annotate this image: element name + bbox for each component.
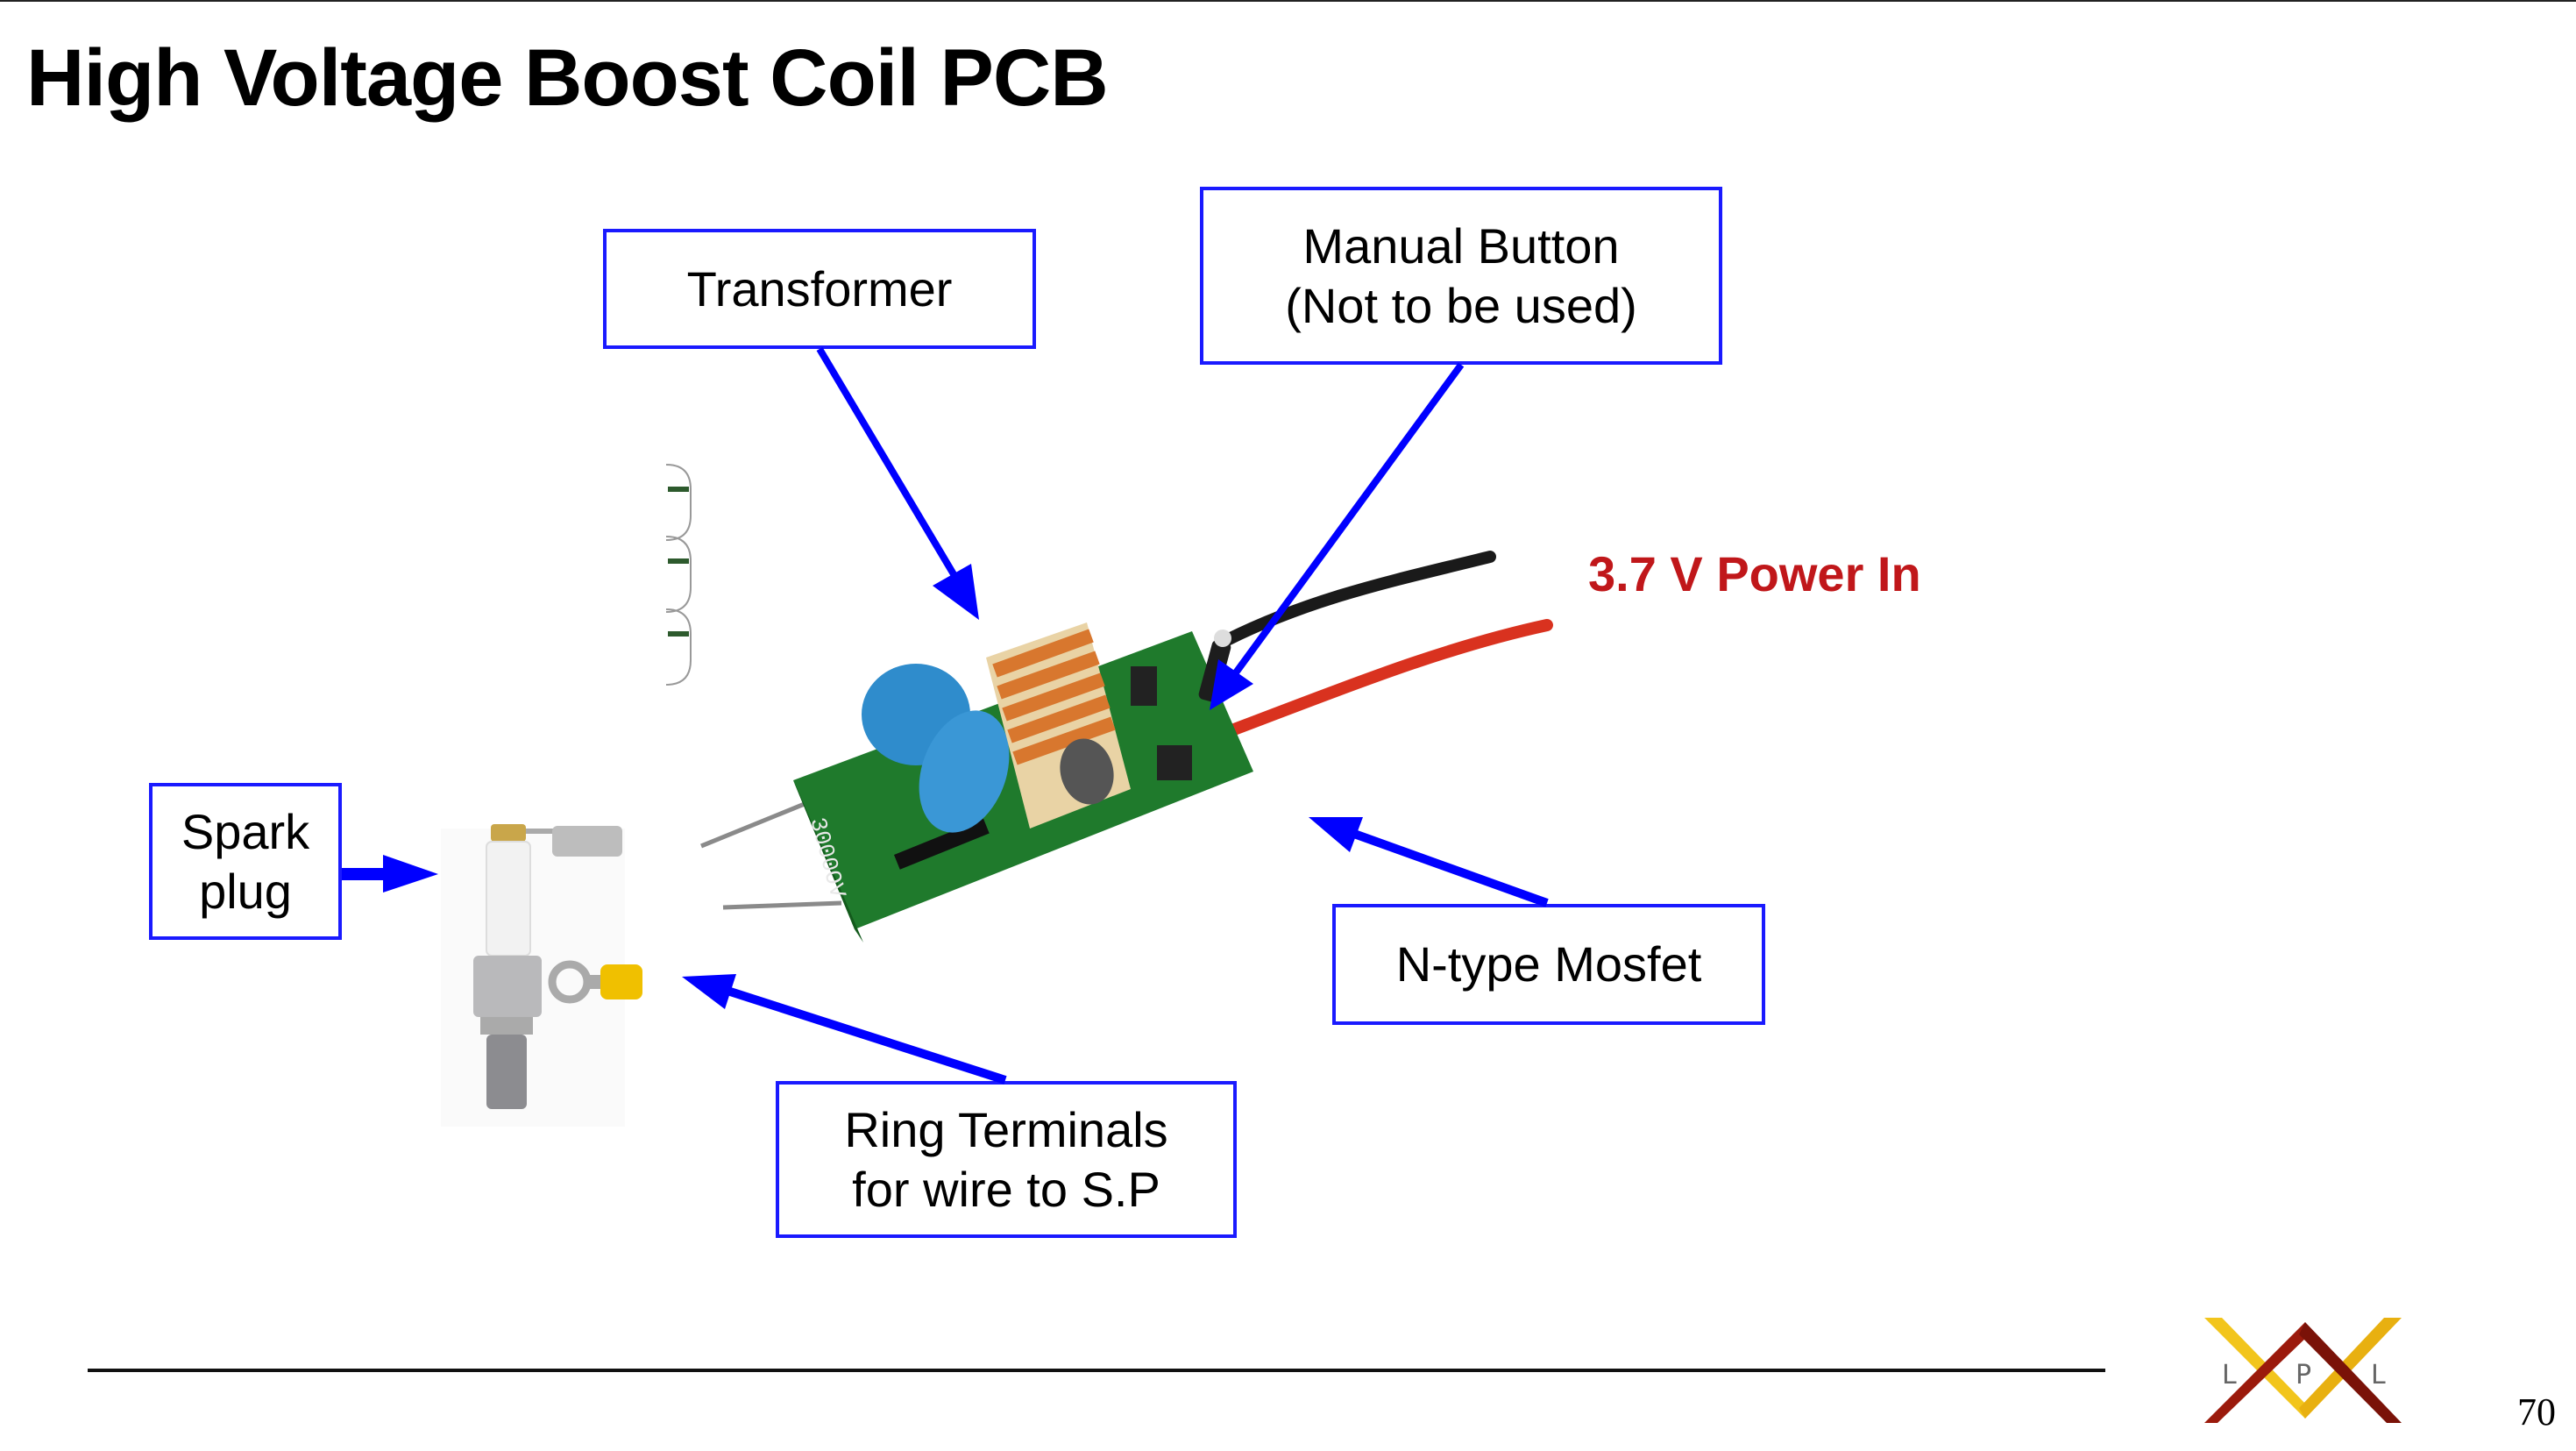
logo-red-left <box>2204 1322 2310 1423</box>
callout-spark-plug: Spark plug <box>149 783 342 940</box>
arrow-spark-plug <box>342 855 438 893</box>
callout-ring-terminals-line2: for wire to S.P <box>852 1161 1160 1217</box>
lpl-logo: L P L <box>2204 1318 2402 1423</box>
footer-divider <box>88 1369 2105 1372</box>
page-number: 70 <box>2517 1391 2556 1433</box>
callout-manual-button-line1: Manual Button <box>1302 217 1620 274</box>
arrow-n-type-mosfet <box>1309 817 1549 907</box>
callout-spark-plug-line2: plug <box>199 863 292 919</box>
callout-n-type-mosfet-text: N-type Mosfet <box>1395 936 1702 992</box>
top-border <box>0 0 2576 2</box>
callout-manual-button: Manual Button (Not to be used) <box>1200 187 1722 365</box>
callout-transformer: Transformer <box>603 229 1036 349</box>
power-in-label: 3.7 V Power In <box>1588 546 1921 601</box>
logo-yellow-left <box>2204 1318 2310 1419</box>
arrow-manual-button <box>1210 362 1465 710</box>
logo-yellow-right <box>2299 1318 2402 1419</box>
callout-ring-terminals: Ring Terminals for wire to S.P <box>776 1081 1237 1238</box>
logo-letter-p: P <box>2296 1360 2311 1391</box>
slide-title: High Voltage Boost Coil PCB <box>26 33 1109 123</box>
logo-red-right <box>2299 1322 2402 1423</box>
callout-manual-button-line2: (Not to be used) <box>1285 277 1637 333</box>
callout-spark-plug-line1: Spark <box>181 803 310 859</box>
spark-plug-photo <box>441 824 642 1127</box>
pcb-photo: 3000OV <box>700 551 1553 942</box>
cropped-thumbnail-artifacts <box>665 464 692 686</box>
callout-n-type-mosfet: N-type Mosfet <box>1332 904 1765 1025</box>
arrow-transformer <box>816 346 979 620</box>
callout-transformer-text: Transformer <box>686 260 953 317</box>
logo-letter-l2: L <box>2371 1360 2386 1391</box>
transformer-coil <box>986 622 1131 829</box>
callout-ring-terminals-line1: Ring Terminals <box>844 1101 1168 1157</box>
arrow-ring-terminals <box>682 974 1007 1085</box>
logo-letter-l1: L <box>2222 1360 2237 1391</box>
